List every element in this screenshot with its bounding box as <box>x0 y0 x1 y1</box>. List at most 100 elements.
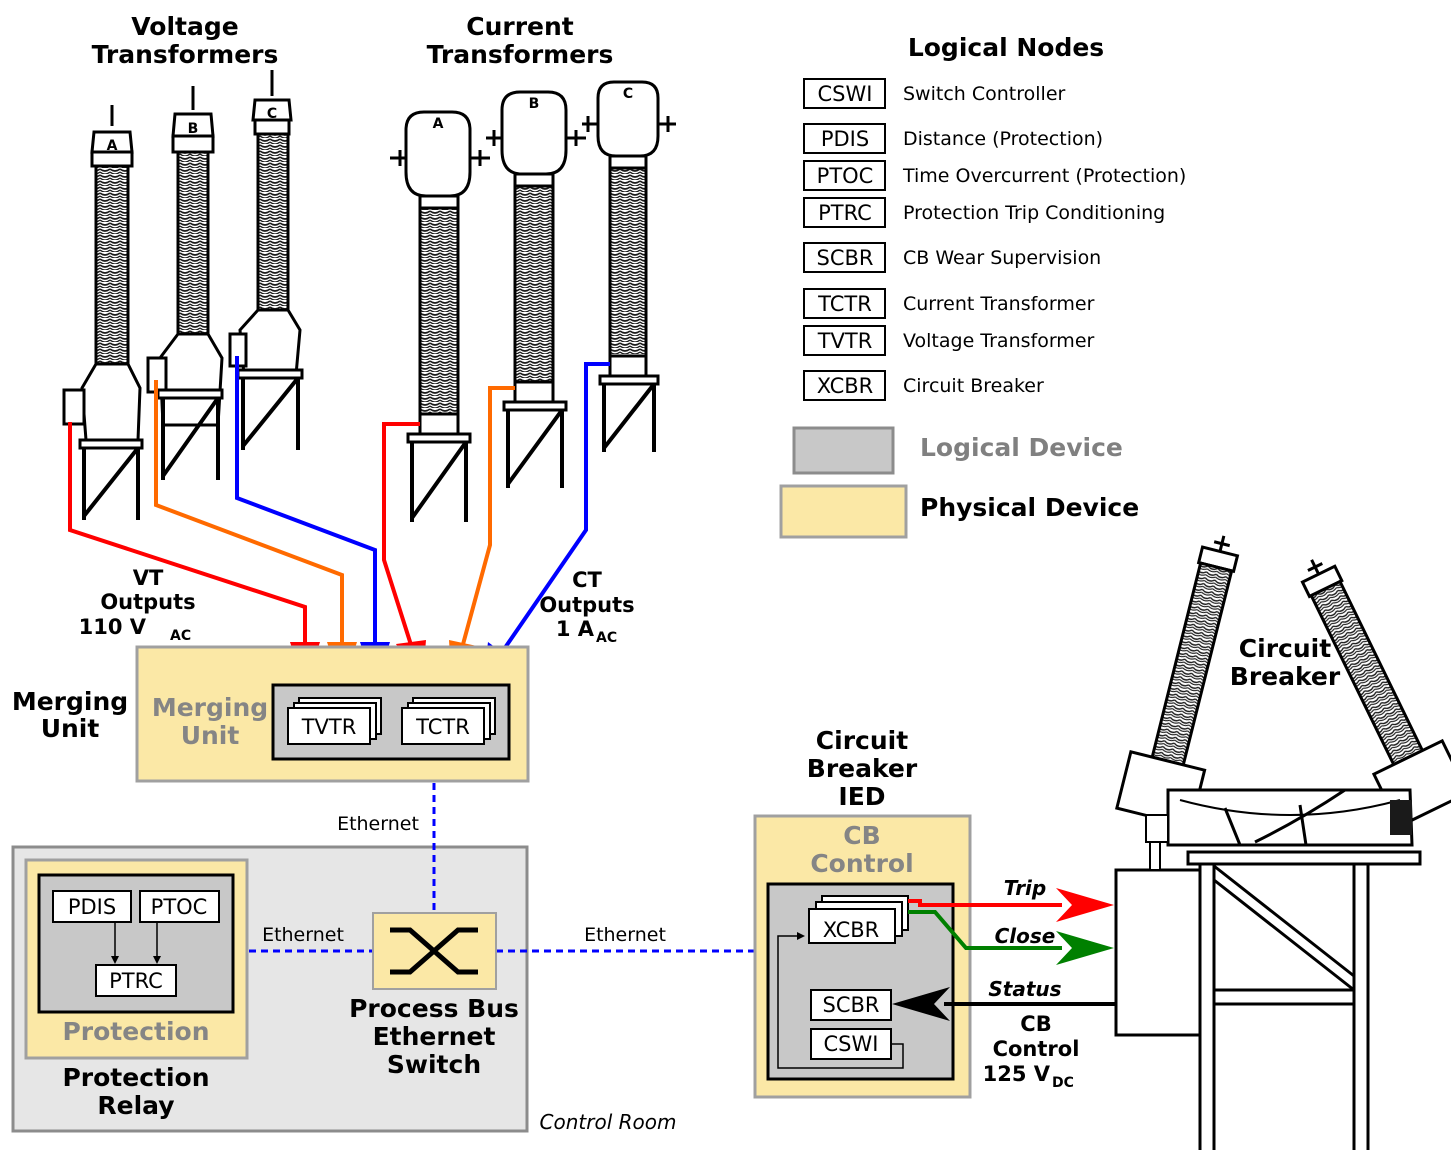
voltage-transformer-a <box>62 105 144 520</box>
legend-code-box <box>803 78 886 109</box>
ethernet-label-merging: Ethernet <box>337 813 419 835</box>
switch-label-line1: Process Bus <box>349 994 519 1023</box>
close-signal-line <box>908 910 1062 950</box>
legend-code: TVTR <box>817 329 873 353</box>
ptoc-node-label: PTOC <box>151 895 208 919</box>
cb-ied-title-line3: IED <box>838 782 885 811</box>
ethernet-label-protection: Ethernet <box>262 924 344 946</box>
ct-phase-b-label: B <box>529 96 540 112</box>
tctr-node-label: TCTR <box>415 715 470 739</box>
legend-code: TCTR <box>817 292 872 316</box>
cb-control-label-line2: Control <box>810 849 913 878</box>
legend-description: Voltage Transformer <box>903 330 1095 352</box>
vt-outputs-line1: VT <box>133 566 164 590</box>
tvtr-node-stack <box>287 697 382 745</box>
ct-phase-a-label: A <box>433 116 444 132</box>
ct-outputs-line1: CT <box>572 568 602 592</box>
cswi-to-xcbr-arrow <box>777 932 904 1069</box>
trip-arrowhead <box>1056 888 1114 922</box>
ct-heading-line1: Current <box>466 12 574 41</box>
trip-signal-line <box>908 899 1062 907</box>
ct-outputs-sub: AC <box>596 630 617 646</box>
ct-output-wires <box>382 362 610 657</box>
legend-code-box <box>803 197 886 228</box>
voltage-transformer-b <box>146 86 224 480</box>
legend-physical-device-swatch <box>779 484 908 539</box>
legend-code-box <box>803 370 886 401</box>
circuit-breaker-title-line1: Circuit <box>1239 634 1331 663</box>
legend-code-box <box>803 325 886 356</box>
vt-heading-line2: Transformers <box>92 40 279 69</box>
merging-unit-device-name-line1: Merging <box>152 693 268 722</box>
scbr-node-label: SCBR <box>823 993 880 1017</box>
legend-code-box <box>803 123 886 154</box>
cb-supply-line2: Control <box>993 1037 1080 1061</box>
vt-outputs-sub: AC <box>170 628 191 644</box>
legend-description: Switch Controller <box>903 83 1066 105</box>
status-arrowhead <box>892 987 950 1021</box>
protection-relay-label-line2: Relay <box>97 1091 174 1120</box>
vt-phase-a-label: A <box>107 138 118 154</box>
legend-code: PDIS <box>821 127 869 151</box>
ct-heading-line2: Transformers <box>427 40 614 69</box>
ptrc-node-label: PTRC <box>109 969 163 993</box>
legend-code-box <box>803 160 886 191</box>
ct-outputs-value: 1 A <box>556 617 595 641</box>
ptrc-node <box>95 964 177 997</box>
cb-supply-line1: CB <box>1020 1012 1051 1036</box>
xcbr-node-stack <box>808 895 909 944</box>
current-transformer-b <box>486 90 586 488</box>
switch-label-line3: Switch <box>387 1050 481 1079</box>
cb-ied-title-line2: Breaker <box>807 754 918 783</box>
pdis-node <box>52 890 132 923</box>
trip-label: Trip <box>1004 876 1046 900</box>
switch-crossover-icon <box>390 927 478 975</box>
cb-ied-title-line1: Circuit <box>816 726 908 755</box>
vt-outputs-line2: Outputs <box>100 590 195 614</box>
cb-control-label-line1: CB <box>843 821 880 850</box>
ct-outputs-line2: Outputs <box>539 593 634 617</box>
legend-description: Circuit Breaker <box>903 375 1044 397</box>
legend-description: Current Transformer <box>903 293 1095 315</box>
legend-title: Logical Nodes <box>908 33 1104 62</box>
status-label: Status <box>988 977 1061 1001</box>
legend-description: Time Overcurrent (Protection) <box>902 165 1186 187</box>
ct-phase-c-label: C <box>623 86 633 102</box>
current-transformer-a <box>390 110 490 522</box>
merging-unit-title-line1: Merging <box>12 687 128 716</box>
control-room-label: Control Room <box>540 1110 677 1134</box>
voltage-transformer-c <box>228 70 304 450</box>
cswi-node-label: CSWI <box>824 1032 879 1056</box>
protection-device-label: Protection <box>62 1017 209 1046</box>
legend-code-box <box>803 242 886 273</box>
vt-output-wires <box>68 356 377 648</box>
vt-heading-line1: Voltage <box>131 12 238 41</box>
legend-description: CB Wear Supervision <box>903 247 1101 269</box>
ptoc-node <box>139 890 220 923</box>
circuit-breaker-drawing <box>1114 535 1451 1150</box>
close-arrowhead <box>1056 931 1114 965</box>
pdis-node-label: PDIS <box>68 895 116 919</box>
ethernet-label-cb: Ethernet <box>584 924 666 946</box>
legend-code: CSWI <box>818 82 873 106</box>
xcbr-node-label: XCBR <box>823 918 880 942</box>
legend-physical-device-label: Physical Device <box>920 493 1139 522</box>
scbr-node <box>810 989 892 1021</box>
legend-code: PTRC <box>818 201 872 225</box>
merging-unit-title-line2: Unit <box>41 714 100 743</box>
legend-code-box <box>803 288 886 319</box>
legend-description: Protection Trip Conditioning <box>903 202 1165 224</box>
current-transformer-c <box>582 80 676 452</box>
protection-relay-label-line1: Protection <box>62 1063 209 1092</box>
cb-supply-sub: DC <box>1052 1075 1074 1091</box>
legend-logical-device-swatch <box>792 426 895 475</box>
vt-phase-b-label: B <box>188 121 199 137</box>
circuit-breaker-title-line2: Breaker <box>1230 662 1341 691</box>
legend-code: PTOC <box>817 164 874 188</box>
legend-code: SCBR <box>817 246 874 270</box>
close-label: Close <box>995 924 1056 948</box>
tctr-node-stack <box>401 697 496 745</box>
legend-logical-device-label: Logical Device <box>920 433 1123 462</box>
tvtr-node-label: TVTR <box>301 715 357 739</box>
